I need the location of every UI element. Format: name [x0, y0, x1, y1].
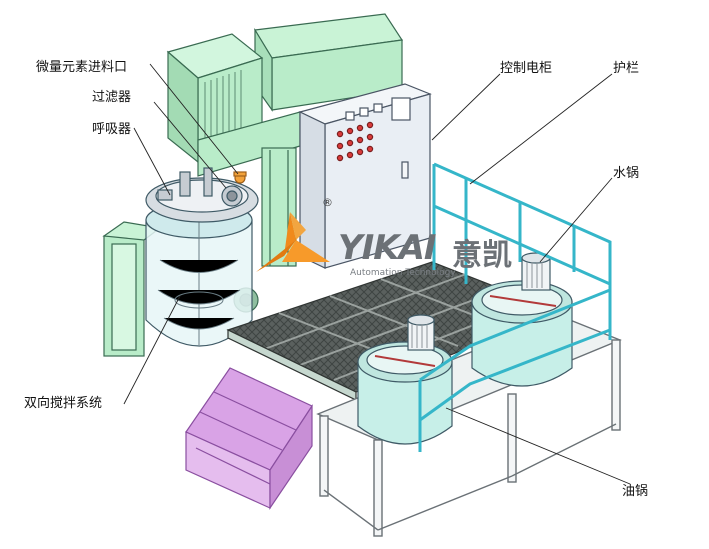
oil-pot [357, 314, 453, 445]
label-breather: 呼吸器 [92, 122, 132, 137]
label-water-pot: 水锅 [613, 166, 640, 181]
logo-brand-cn: 意凯 [452, 238, 512, 273]
logo-tagline: Automation Technology [350, 268, 456, 278]
control-cabinet [298, 83, 432, 269]
label-control-cabinet: 控制电柜 [500, 61, 553, 76]
logo-brand-latin: YIKAI [338, 228, 437, 268]
label-filter: 过滤器 [92, 90, 132, 105]
label-oil-pot: 油锅 [622, 484, 649, 499]
main-emulsifying-pot [145, 167, 259, 347]
label-guardrail: 护栏 [613, 61, 640, 76]
logo-registered-mark: ® [322, 196, 333, 209]
yikai-logo [256, 212, 330, 272]
label-micro-feed-port: 微量元素进料口 [36, 60, 128, 75]
access-stairs [185, 367, 313, 510]
label-bidirectional-mixing: 双向搅拌系统 [24, 396, 103, 411]
guardrail [418, 162, 612, 452]
leader-lines [123, 63, 631, 485]
